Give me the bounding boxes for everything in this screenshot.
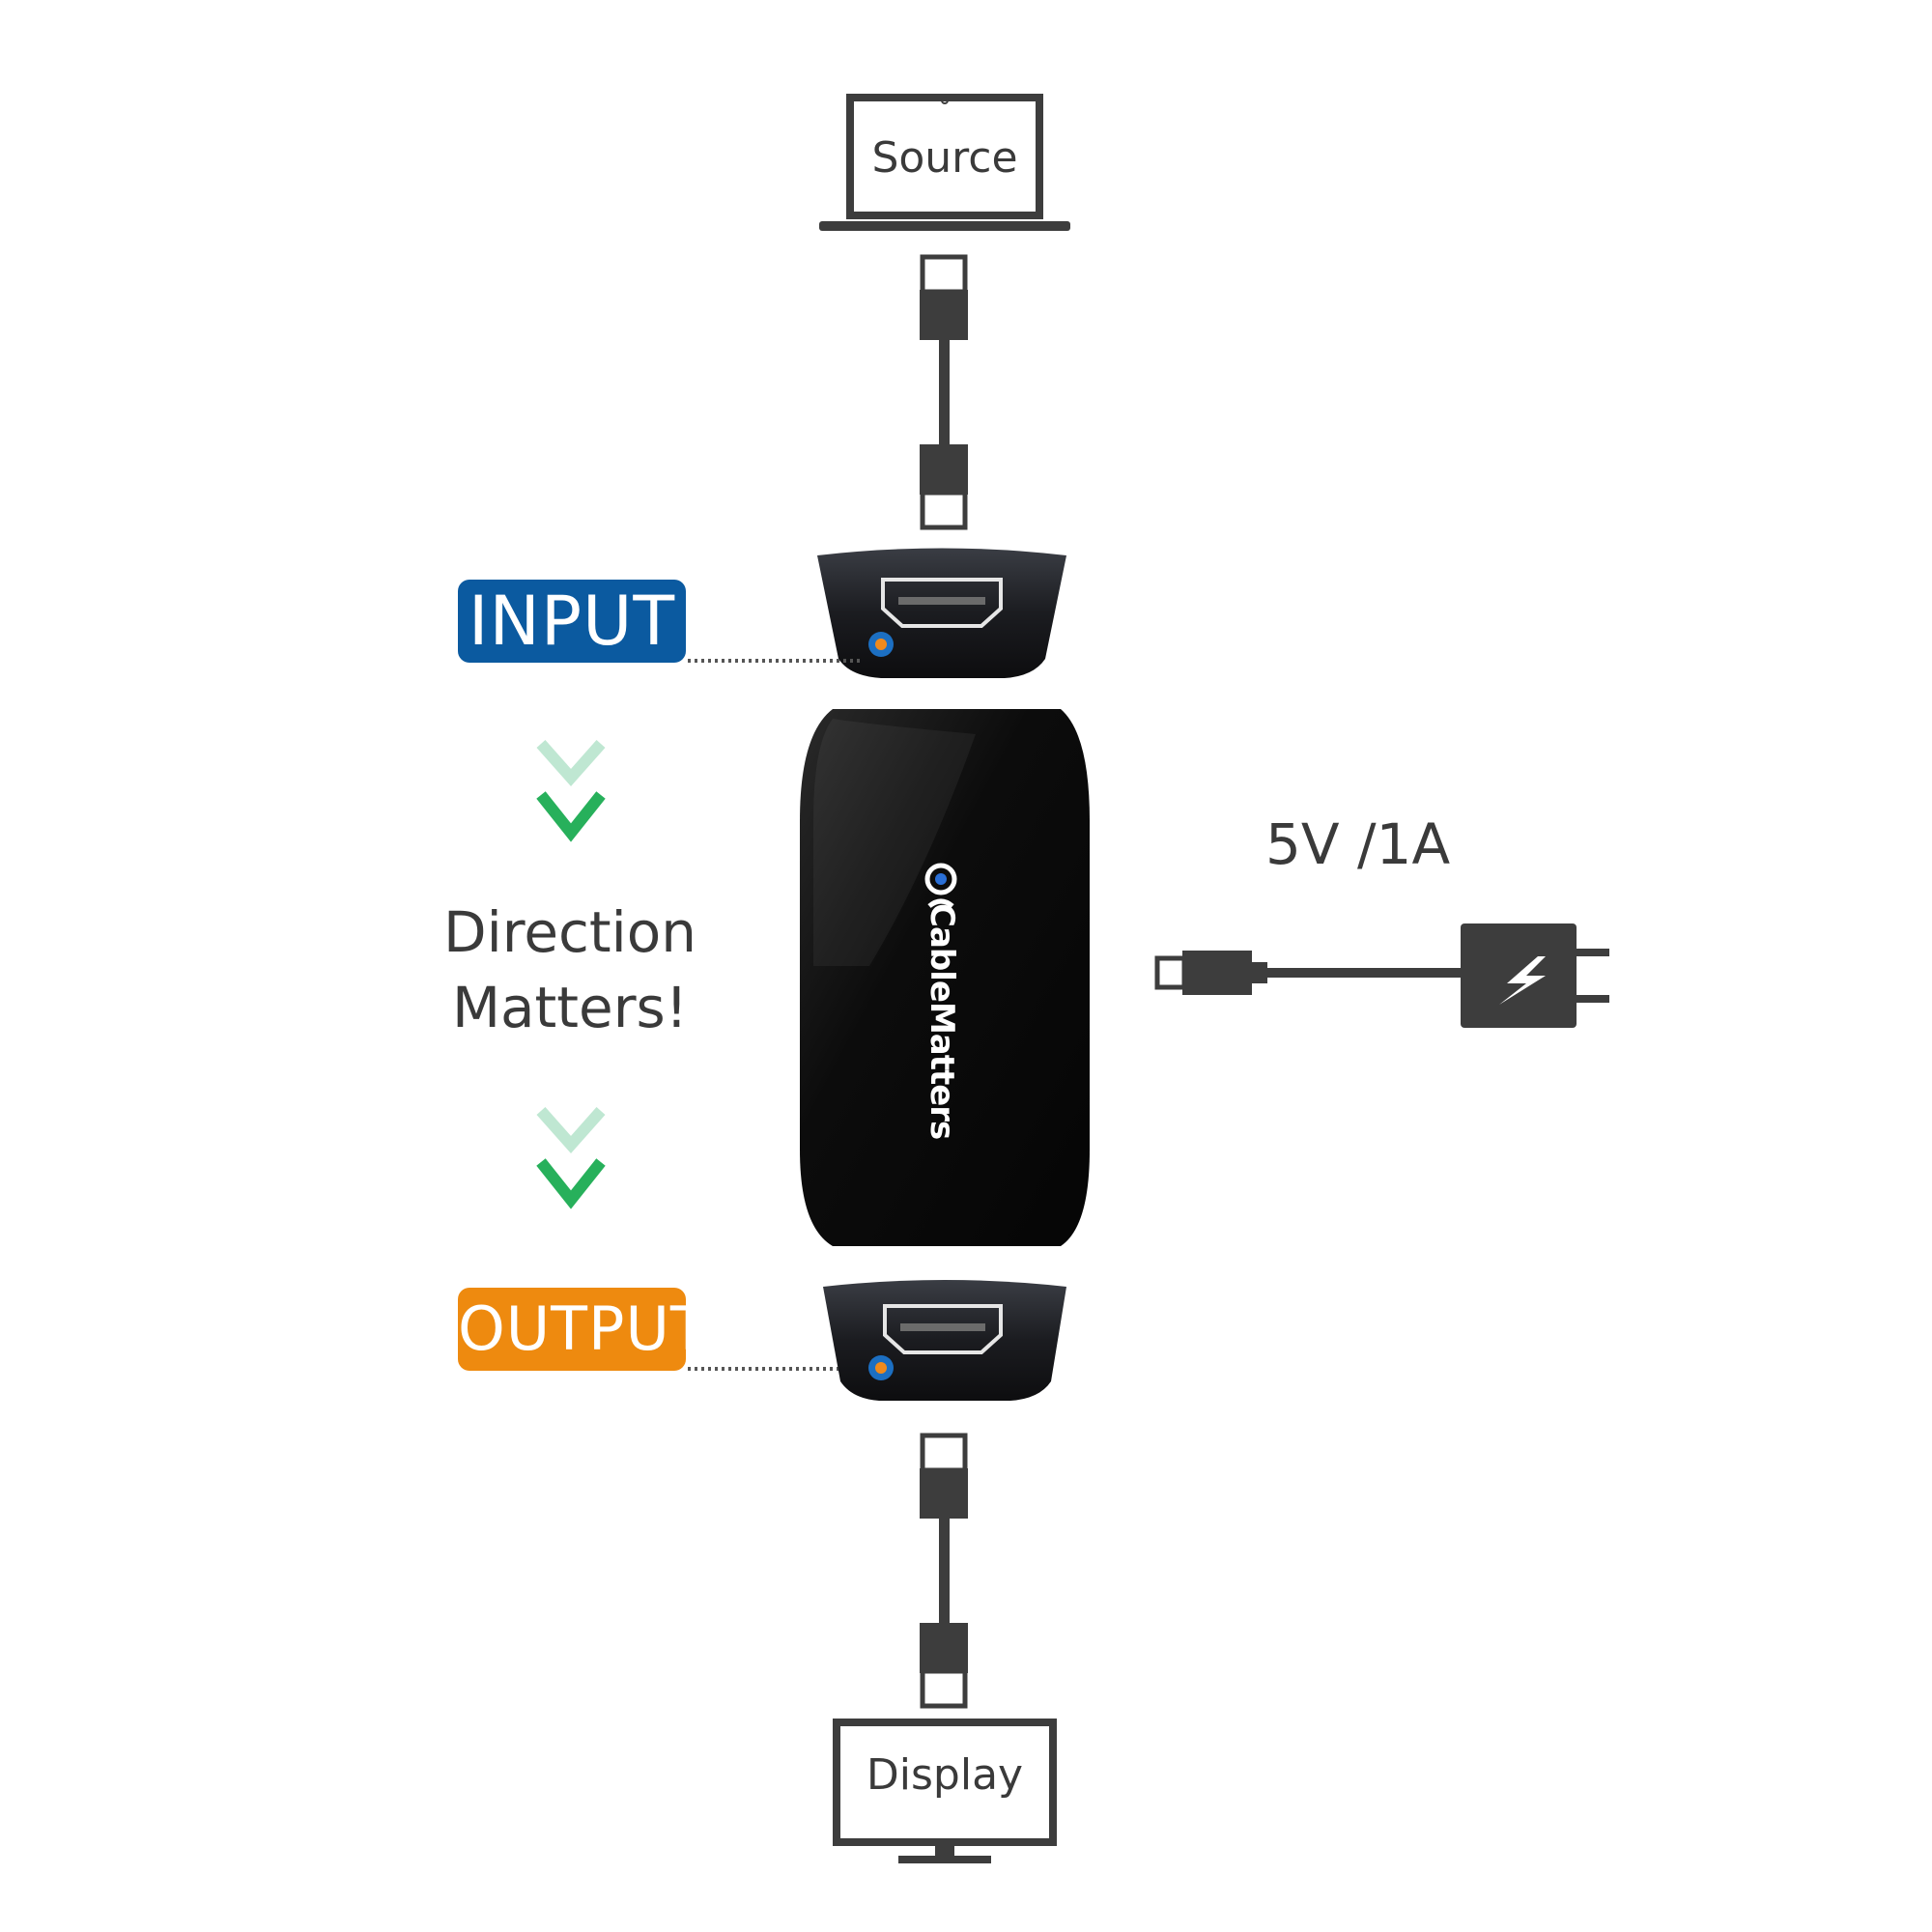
source-label: Source bbox=[871, 133, 1018, 183]
brand-logo-icon bbox=[924, 863, 957, 909]
power-spec-label: 5V /1A bbox=[1265, 811, 1451, 877]
direction-arrow-icon-top bbox=[536, 740, 606, 842]
direction-label-line1: Direction bbox=[442, 899, 697, 965]
laptop-icon bbox=[819, 94, 1070, 231]
hdmi-cable-icon-bottom bbox=[920, 1433, 968, 1709]
direction-arrow-icon-bottom bbox=[536, 1107, 606, 1209]
display-label: Display bbox=[866, 1750, 1024, 1800]
direction-label-line2: Matters! bbox=[451, 975, 689, 1040]
direction-label: Direction Matters! bbox=[425, 895, 715, 1045]
lightning-bolt-icon bbox=[1499, 956, 1546, 1005]
hdmi-cable-icon-top bbox=[920, 254, 968, 530]
repeater-device bbox=[800, 709, 1090, 1246]
brand-label: CableMatters bbox=[923, 903, 961, 1140]
output-port-cap bbox=[823, 1280, 1066, 1401]
input-badge: INPUT bbox=[458, 580, 686, 663]
output-badge: OUTPUT bbox=[458, 1288, 707, 1371]
monitor-icon bbox=[833, 1719, 1057, 1863]
input-port-cap bbox=[817, 548, 1066, 678]
power-adapter-icon bbox=[1154, 923, 1609, 1028]
